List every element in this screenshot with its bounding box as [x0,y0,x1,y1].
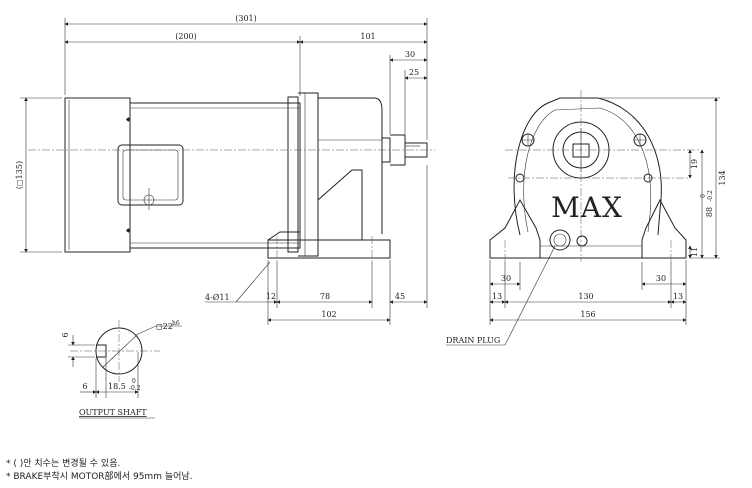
dim-foot-length: 102 [321,310,336,319]
dim-shaft-height-tol-lower: -0.2 [707,190,714,202]
output-shaft-view: 6 6 18.5 0 -0.2 ◻22 h6 OUTPUT SHAFT [61,320,182,419]
dim-shaft-diameter-tol: h6 [172,320,180,327]
dim-gearhead-length: 101 [360,32,375,41]
dim-motor-length: (200) [175,32,197,41]
svg-text:◆: ◆ [126,116,131,123]
dim-shaft-height-tol-upper: 0 [700,194,707,198]
dim-key-depth-tol-lower: -0.2 [129,385,141,392]
max-label: MAX [551,191,623,224]
dim-foot-width-left: 30 [501,274,511,283]
dim-base-thickness: 11 [690,247,699,257]
dim-foot-width-right: 30 [656,274,666,283]
svg-text:◆: ◆ [126,227,131,234]
dim-hole-spacing: 78 [320,292,330,301]
output-shaft-title: OUTPUT SHAFT [79,408,147,417]
dim-base-width: 156 [580,310,595,319]
note-dimensions-may-change: * ( )안 치수는 변경될 수 있음. [6,459,121,469]
dim-foot-offset: 12 [266,292,276,301]
side-view: ◆ ◆ [28,92,435,262]
dim-total-height: 134 [718,170,727,185]
dim-key-depth: 18.5 [108,382,126,391]
side-view-dimensions: (301) (200) 101 30 25 (◻135) 4-Ø11 12 78 [15,14,428,325]
dim-key-depth-tol-upper: 0 [132,378,136,385]
dim-edge-left: 13 [492,292,502,301]
dim-mounting-holes: 4-Ø11 [205,293,230,302]
dim-motor-diameter: (◻135) [15,161,24,189]
front-view-dimensions: 30 30 13 130 13 156 134 88 0 -0.2 19 11 … [446,97,727,346]
dim-key-offset: 6 [82,382,87,391]
dim-shaft-length: 30 [405,50,415,59]
dim-key-length: 25 [409,68,419,77]
dim-shaft-offset: 45 [395,292,405,301]
dim-shaft-diameter: ◻22 [156,322,173,331]
front-view: MAX [489,90,700,262]
note-brake-extension: * BRAKE부착시 MOTOR部에서 95mm 늘어남. [6,472,193,482]
dim-overall-length: (301) [235,14,257,23]
dim-hole-span: 130 [578,292,593,301]
dim-key-width: 6 [61,332,70,337]
dim-shaft-height: 88 [705,207,714,217]
dim-edge-right: 13 [673,292,683,301]
drain-plug-label: DRAIN PLUG [446,336,500,345]
dim-shaft-to-top: 19 [690,159,699,169]
